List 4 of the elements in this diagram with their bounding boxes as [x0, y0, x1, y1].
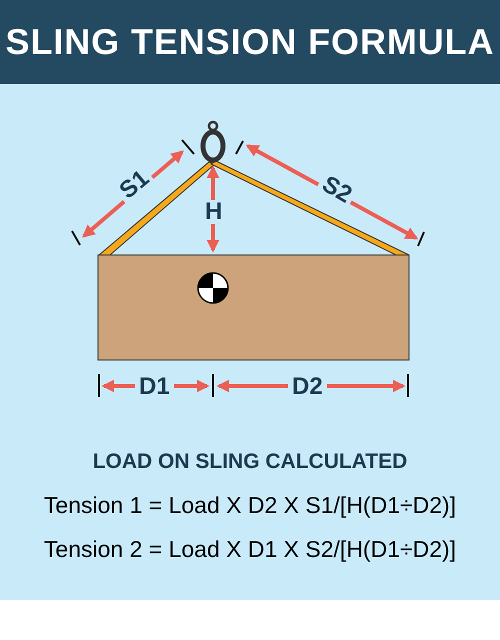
formula-heading: LOAD ON SLING CALCULATED — [92, 449, 408, 475]
title: SLING TENSION FORMULA — [6, 20, 494, 64]
formula-text: Tension 2 = Load X D1 X S2/[H(D1÷D2)] — [44, 535, 456, 564]
formula-text: Tension 1 = Load X D2 X S1/[H(D1÷D2)] — [44, 490, 456, 520]
